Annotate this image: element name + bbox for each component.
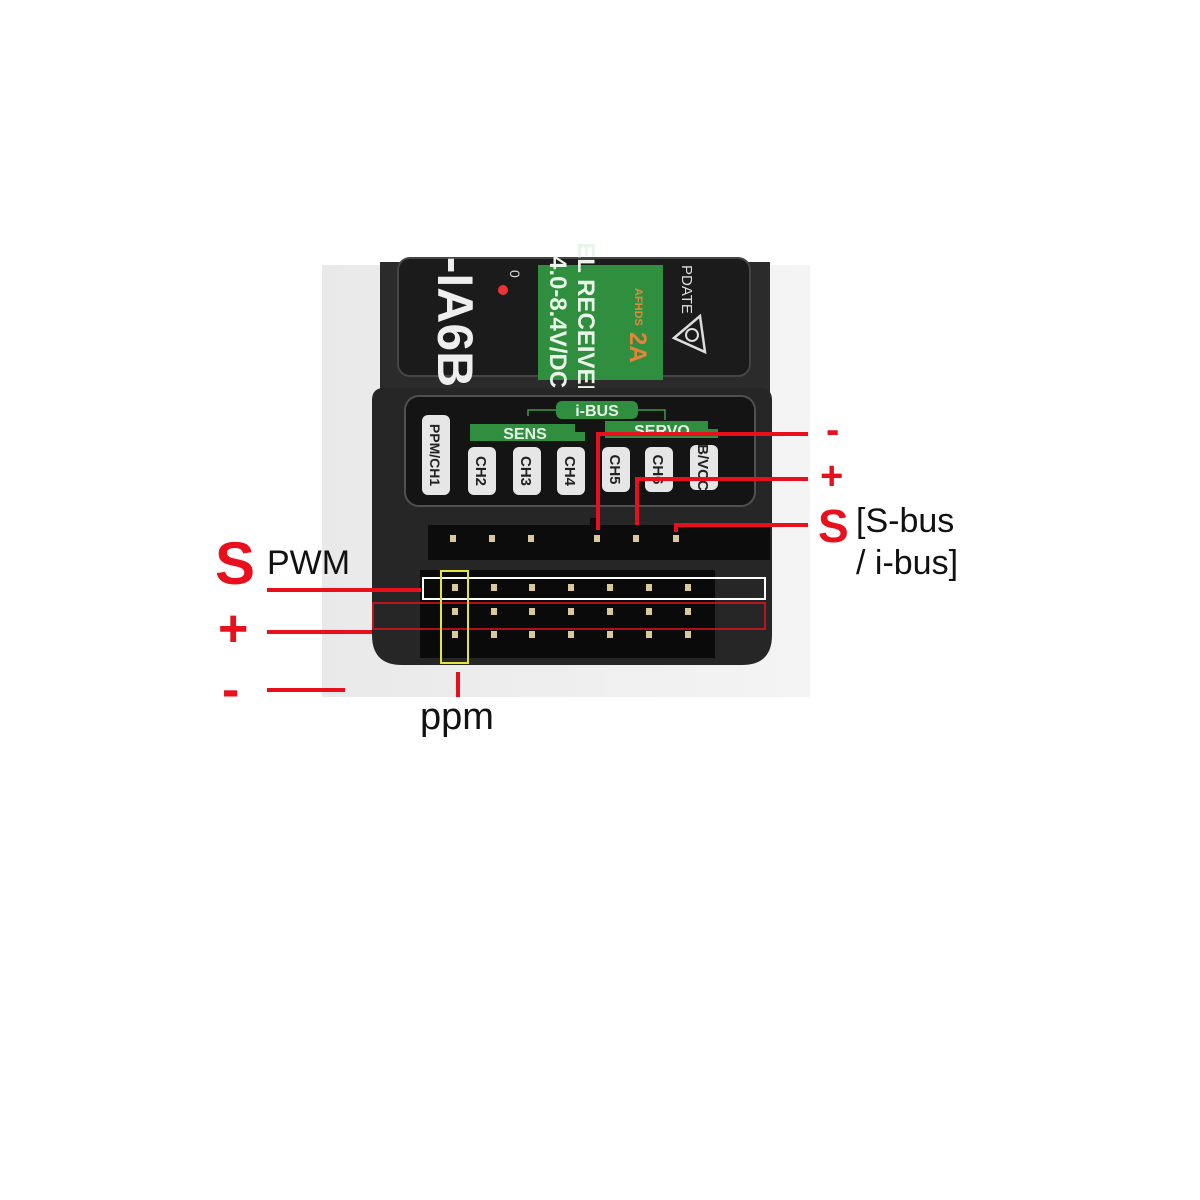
led-text: 0 [507,270,523,278]
signal-row-box [422,577,766,600]
channel-tag: CH2 [468,447,496,495]
header-pin [594,535,600,542]
channel-tag-label: B/VCC [694,444,711,491]
header-pin [568,631,574,638]
pwm-label: PWM [267,544,351,582]
header-pin [528,535,534,542]
header-pin [646,608,652,615]
header-pin [607,631,613,638]
sbus-label-line2: / i-bus] [856,544,959,582]
header-pin [529,584,535,591]
header-pin [633,535,639,542]
header-pin [607,608,613,615]
left-signal-label: S [215,530,256,597]
channel-tag: B/VCC [690,444,718,491]
ppm-label: ppm [420,696,494,738]
protocol-version-text: 2A [624,332,651,363]
header-pin [452,631,458,638]
rcm-mark-icon [671,313,707,355]
sens-group-bar [470,424,585,441]
channel-tag-label: PPM/CH1 [427,424,443,486]
header-pin [673,535,679,542]
header-pin [489,535,495,542]
header-pin [685,584,691,591]
header-pin [491,631,497,638]
header-pin [452,608,458,615]
header-pin [491,584,497,591]
header-pin [568,584,574,591]
leader-lines [267,432,808,697]
header-pin [646,584,652,591]
channel-tag-label: CH4 [561,456,578,487]
ibus-text: i-BUS [575,403,619,420]
header-pin [529,631,535,638]
channel-tag: CH6 [645,447,673,492]
header-pin [685,608,691,615]
header-pin [450,535,456,542]
channel-tag-label: CH3 [517,456,534,486]
left-plus-label: + [218,600,249,658]
header-pin [568,608,574,615]
channel-tag: CH3 [513,447,541,495]
channel-tag: PPM/CH1 [422,415,450,495]
right-signal-label: S [818,500,849,552]
plus-row-box [372,602,766,630]
header-pin [491,608,497,615]
right-minus-label: - [826,408,840,452]
servo-text: SERVO [634,423,690,440]
status-led [498,285,508,295]
protocol-text: AFHDS [632,288,644,326]
ppm-column-box [440,570,469,664]
sens-text: SENS [503,426,547,443]
channel-tag: CH4 [557,447,585,495]
header-pin [529,608,535,615]
channel-tag: CH5 [602,447,630,492]
voltage-text: 4.0-8.4V/DC [544,256,571,388]
sbus-label-line1: [S-bus [856,502,955,540]
header-pin [452,584,458,591]
header-pin [607,584,613,591]
green-label [538,265,663,380]
channel-tag-label: CH5 [606,454,623,484]
side-connector [420,570,715,658]
ibus-badge [556,401,638,419]
channel-tag-label: CH2 [472,456,489,486]
header-pin [685,631,691,638]
right-plus-label: + [820,454,844,498]
left-minus-label: - [222,661,240,719]
receiver-type-text: EL RECEIVER [572,242,599,402]
header-pin [646,631,652,638]
update-text: PDATE [678,265,695,314]
model-text: -IA6B [427,257,483,388]
